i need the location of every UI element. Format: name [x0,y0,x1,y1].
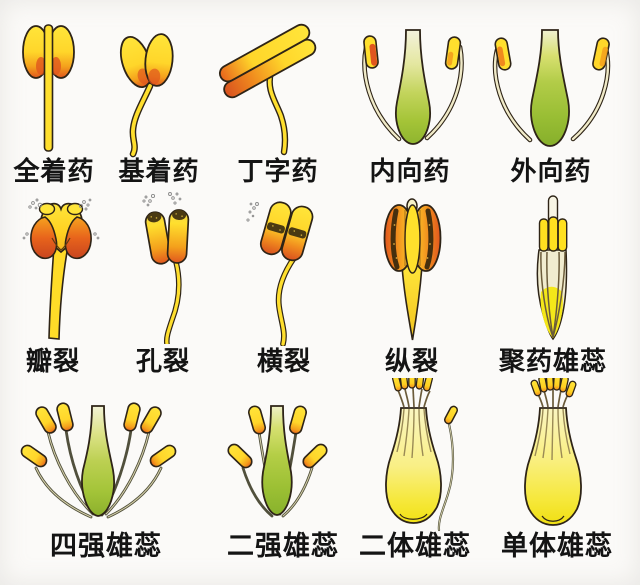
monadelphous-stamen-icon [524,378,582,526]
transverse-dehiscence-icon [246,201,314,346]
transverse-dehiscence-illustration [244,194,324,346]
figure-label: 孔裂 [135,346,191,376]
didynamous-stamen-icon [224,404,331,518]
figure-label: 全着药 [13,156,95,186]
valvular-dehiscence-icon [22,198,100,340]
diadelphous-stamen-icon [385,378,460,532]
valvular-dehiscence-illustration [20,194,102,346]
didynamous-stamen-illustration [206,396,346,530]
figure-label: 纵裂 [384,346,440,376]
diadelphous-stamen-illustration [368,378,472,534]
basifixed-anther-illustration [108,28,184,158]
figure-label: 内向药 [369,156,451,186]
figure-label: 外向药 [510,156,592,186]
extrorse-anther-illustration [486,24,618,156]
pollen-dust [22,198,100,240]
figure-label: 四强雄蕊 [50,531,162,561]
basifixed-anther-icon [119,33,174,158]
figure-label: 丁字药 [237,156,319,186]
figure-label: 单体雄蕊 [501,531,613,561]
figure-label: 二体雄蕊 [359,531,471,561]
figure-label: 基着药 [118,156,200,186]
full-attached-anther-icon [22,24,75,152]
syngenesious-stamen-illustration [522,192,586,346]
figure-label: 聚药雄蕊 [498,346,608,376]
longitudinal-dehiscence-icon [383,198,442,341]
monadelphous-stamen-illustration [506,378,602,534]
tetradynamous-stamen-icon [18,401,179,519]
poricidal-dehiscence-illustration [132,192,204,344]
poricidal-dehiscence-icon [142,192,190,344]
introrse-anther-icon [362,29,464,145]
figure-label: 瓣裂 [25,346,81,376]
figure-label: 横裂 [256,346,312,376]
syngenesious-stamen-icon [536,195,568,341]
versatile-anther-illustration [208,22,324,156]
introrse-anther-illustration [352,24,477,156]
figure-label: 二强雄蕊 [227,531,339,561]
versatile-anther-icon [218,23,317,156]
pollen-dust [142,192,182,207]
longitudinal-dehiscence-illustration [374,194,450,346]
pollen-dust [246,202,259,222]
tetradynamous-stamen-illustration [16,396,182,530]
full-attached-anther-illustration [18,22,84,154]
extrorse-anther-icon [492,29,611,147]
